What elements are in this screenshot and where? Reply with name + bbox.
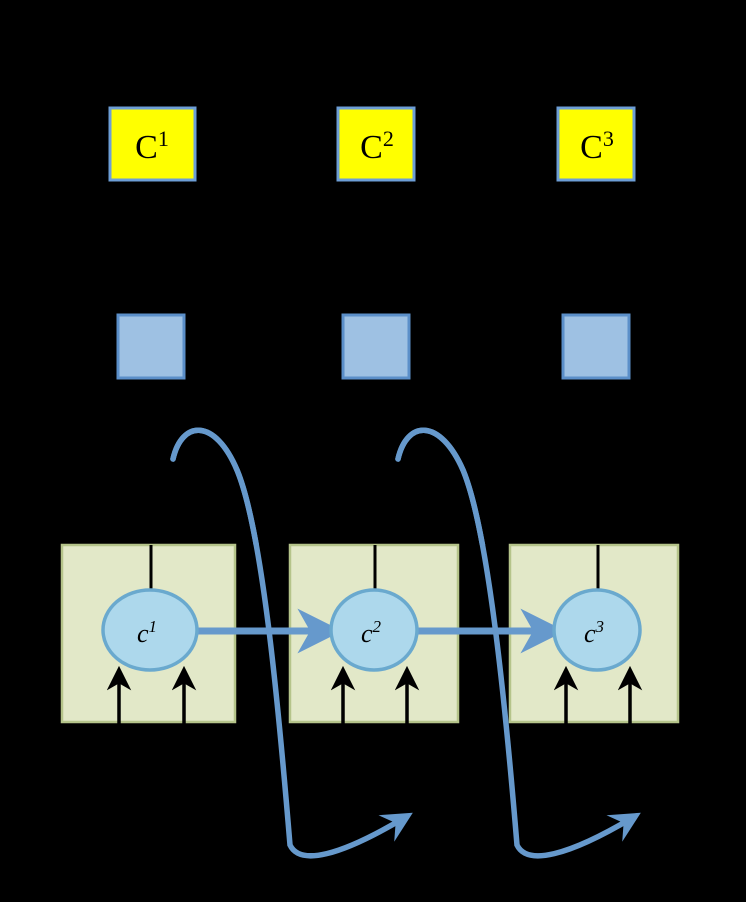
state-node-2-label: c2 xyxy=(361,617,382,648)
state-node-3-label: c3 xyxy=(584,617,604,648)
feature-box-row xyxy=(116,313,631,380)
state-node-1-label: c1 xyxy=(137,617,157,648)
recurrent-arrow-2-overlay xyxy=(395,427,486,545)
state-node-2[interactable]: c2 xyxy=(329,588,419,672)
class-box-2-label: C2 xyxy=(360,126,394,166)
class-box-3-label: C3 xyxy=(580,126,614,166)
input-arrow-group xyxy=(106,665,643,742)
state-node-group: c1 c2 c3 xyxy=(101,588,642,672)
class-box-3[interactable]: C3 xyxy=(556,106,636,182)
recurrent-arrow-1-overlay xyxy=(170,427,260,545)
class-box-row: C1 C2 C3 xyxy=(108,106,636,182)
feature-box-1[interactable] xyxy=(116,313,186,380)
class-box-1[interactable]: C1 xyxy=(108,106,197,182)
class-box-1-label: C1 xyxy=(135,126,169,166)
state-node-3[interactable]: c3 xyxy=(552,588,642,672)
output-line-group xyxy=(149,545,600,594)
feature-box-3[interactable] xyxy=(561,313,631,380)
state-node-1[interactable]: c1 xyxy=(101,588,199,672)
class-box-2[interactable]: C2 xyxy=(336,106,416,182)
recurrent-arrow-overlay xyxy=(170,427,486,545)
feature-box-2[interactable] xyxy=(341,313,411,380)
